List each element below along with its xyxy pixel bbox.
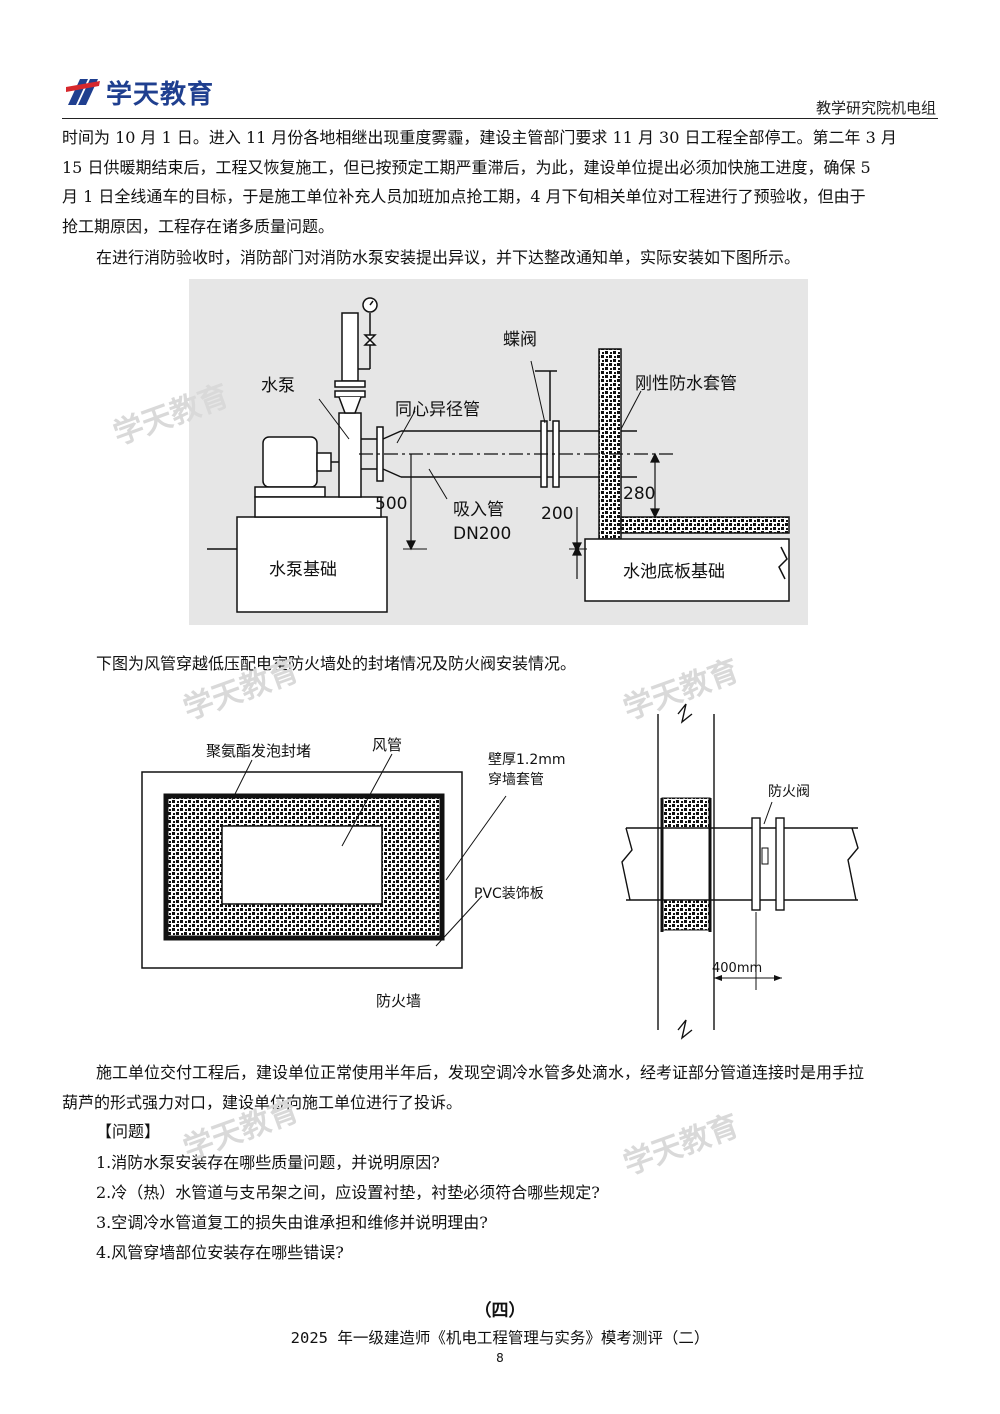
question-item: 1.消防水泵安装存在哪些质量问题，并说明原因? [96,1153,440,1172]
header-department: 教学研究院机电组 [815,99,936,117]
pump-diagram: 水泵 同心异径管 蝶阀 刚性防水套管 吸入管 DN200 500 200 280… [207,297,790,613]
paragraph-line: 月 1 日全线通车的目标，于是施工单位补充人员加班加点抢工期，4 月下旬相关单位… [62,187,866,206]
label-dim-280: 280 [623,484,655,504]
paragraph-line: 葫芦的形式强力对口，建设单位向施工单位进行了投诉。 [62,1093,463,1112]
header-divider [62,118,938,119]
label-sleeve-line2: 穿墙套管 [488,772,544,788]
paragraph-line: 时间为 10 月 1 日。进入 11 月份各地相继出现重度雾霾，建设主管部门要求… [62,128,897,147]
paragraph-line: 抢工期原因，工程存在诸多质量问题。 [62,217,335,236]
label-pump: 水泵 [261,376,295,396]
duct-firewall-diagram: 聚氨酯发泡封堵 风管 壁厚1.2mm 穿墙套管 PVC装饰板 防火墙 防火阀 4… [141,703,859,1040]
questions-heading: 【问题】 [96,1122,161,1141]
label-sleeve-line1: 壁厚1.2mm [488,752,566,768]
label-dim-500: 500 [375,494,407,514]
label-dim-400: 400mm [712,961,762,976]
page-number: 8 [496,1351,504,1365]
label-damper: 防火阀 [768,784,810,800]
label-valve: 蝶阀 [503,330,537,350]
paragraph-duct-intro: 下图为风管穿越低压配电室防火墙处的封堵情况及防火阀安装情况。 [96,654,577,673]
label-pvc: PVC装饰板 [474,886,544,902]
label-firewall: 防火墙 [376,992,421,1010]
footer-exam-title: 2025 年一级建造师《机电工程管理与实务》模考测评（二） [290,1329,710,1347]
question-item: 2.冷（热）水管道与支吊架之间，应设置衬垫，衬垫必须符合哪些规定? [96,1183,600,1202]
paragraph-line: 15 日供暖期结束后，工程又恢复施工，但已按预定工期严重滞后，为此，建设单位提出… [62,158,871,177]
question-item: 4.风管穿墙部位安装存在哪些错误? [96,1243,344,1262]
label-reducer: 同心异径管 [395,400,480,420]
label-dim-200: 200 [541,504,573,524]
label-pump-base: 水泵基础 [269,560,337,580]
label-pool-base: 水池底板基础 [623,562,725,582]
brand-logo: 学天教育 [66,74,214,110]
pump-installation-figure: 水泵 同心异径管 蝶阀 刚性防水套管 吸入管 DN200 500 200 280… [189,279,808,625]
paragraph-line: 施工单位交付工程后，建设单位正常使用半年后，发现空调冷水管多处滴水，经考证部分管… [96,1063,865,1082]
section-number: （四） [474,1301,526,1321]
question-item: 3.空调冷水管道复工的损失由谁承担和维修并说明理由? [96,1213,488,1232]
logo-text: 学天教育 [106,79,215,110]
paragraph-pump-intro: 在进行消防验收时，消防部门对消防水泵安装提出异议，并下达整改通知单，实际安装如下… [96,248,801,267]
label-suction: 吸入管 [453,500,504,520]
logo-mark-icon [66,79,100,105]
label-duct: 风管 [372,736,402,754]
label-foam: 聚氨酯发泡封堵 [206,742,311,760]
label-sleeve: 刚性防水套管 [635,374,737,394]
label-dn: DN200 [453,524,511,544]
